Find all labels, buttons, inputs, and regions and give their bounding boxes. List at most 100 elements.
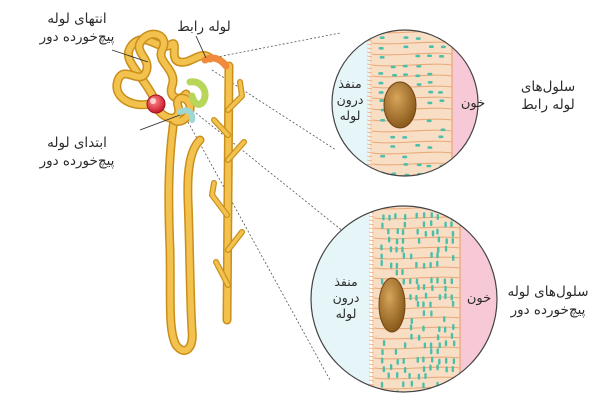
microvillus: [368, 247, 375, 250]
label-lumen-top: منفذ درون لوله: [336, 76, 364, 123]
mitochondrion: [415, 37, 421, 40]
mitochondrion: [380, 381, 384, 388]
mitochondrion: [401, 269, 404, 276]
mitochondrion: [424, 230, 428, 237]
microvillus: [366, 35, 373, 38]
mitochondrion: [436, 364, 439, 371]
mitochondrion: [436, 252, 439, 259]
mitochondrion: [451, 300, 455, 307]
mitochondrion: [431, 284, 434, 291]
microvillus: [368, 383, 375, 386]
distal-tubule-start-teal-segment: [177, 107, 196, 123]
microvillus: [366, 123, 373, 126]
microvillus: [368, 347, 375, 350]
mitochondrion: [389, 364, 393, 371]
mitochondrion: [402, 64, 408, 68]
microvillus: [368, 223, 375, 226]
microvillus: [368, 339, 375, 342]
mitochondrion: [390, 65, 396, 69]
mitochondrion: [444, 340, 448, 347]
mitochondrion: [450, 278, 454, 285]
mitochondrion: [409, 324, 413, 331]
mitochondrion: [422, 262, 426, 269]
microvillus: [368, 303, 375, 306]
mitochondrion: [415, 144, 421, 147]
mitochondrion: [450, 294, 453, 301]
microvillus: [368, 319, 375, 322]
label-blood-top: خون: [460, 96, 486, 111]
mitochondrion: [403, 213, 407, 220]
microvillus: [368, 363, 375, 366]
cell-boundary: [371, 129, 453, 133]
mitochondrion: [452, 358, 456, 365]
mitochondrion: [430, 277, 433, 284]
mitochondrion: [430, 310, 433, 317]
mitochondrion: [430, 348, 433, 355]
mitochondrion: [401, 246, 404, 253]
microvillus: [366, 31, 373, 34]
mitochondrion: [381, 349, 384, 356]
mitochondrion: [436, 381, 439, 388]
mitochondrion: [452, 324, 455, 331]
microvillus: [366, 107, 373, 110]
mitochondrion: [415, 294, 418, 301]
mitochondrion: [429, 301, 432, 308]
mitochondrion: [416, 228, 419, 235]
mitochondrion: [388, 214, 391, 221]
mitochondrion: [380, 244, 383, 251]
microvillus: [368, 299, 375, 302]
mitochondrion: [382, 340, 386, 347]
mitochondrion: [403, 366, 407, 373]
microvillus: [366, 83, 373, 86]
mitochondrion: [389, 262, 393, 269]
mitochondrion: [390, 135, 396, 139]
microvillus: [368, 259, 375, 262]
mitochondrion: [450, 221, 453, 228]
mitochondrion: [378, 47, 384, 50]
microvillus: [368, 235, 375, 238]
connecting-tubule-cells-magnified: [331, 29, 479, 177]
mitochondrion: [379, 36, 385, 39]
mitochondrion: [381, 222, 384, 229]
microvillus: [368, 283, 375, 286]
mitochondrion: [396, 228, 399, 235]
collecting-duct: [209, 61, 247, 325]
mitochondrion: [402, 381, 405, 388]
microvillus: [368, 219, 375, 222]
mitochondrion: [395, 262, 399, 269]
mitochondrion: [394, 348, 398, 355]
label-blood-bottom: خون: [466, 291, 492, 306]
mitochondrion: [438, 326, 441, 333]
microvillus: [368, 331, 375, 334]
mitochondrion: [380, 154, 386, 158]
connecting-tubule-orange-segment: [201, 54, 230, 70]
microvillus: [366, 63, 373, 66]
mitochondrion: [451, 237, 454, 244]
microvillus: [368, 279, 375, 282]
microvillus: [368, 311, 375, 314]
mitochondrion: [410, 333, 413, 340]
cell-boundary: [373, 236, 461, 240]
microvillus: [368, 267, 375, 270]
mitochondrion: [427, 101, 433, 105]
pointer-lines: [111, 35, 207, 131]
mitochondrion: [438, 135, 444, 139]
mitochondrion: [430, 356, 434, 363]
mitochondrion: [394, 213, 397, 220]
mitochondrion: [415, 278, 419, 285]
label-distal-tubule-start: ابتدای لوله پیچ‌خورده دور: [39, 135, 115, 169]
microvillus: [368, 335, 375, 338]
mitochondrion: [440, 45, 446, 49]
mitochondrion: [452, 254, 455, 261]
microvillus: [366, 171, 373, 174]
mitochondrion: [402, 136, 408, 139]
label-distal-tubule-cells: سلول‌های لوله پیچ‌خورده دور: [507, 284, 589, 318]
mitochondrion: [436, 260, 439, 267]
microvillus: [366, 103, 373, 106]
microvillus: [366, 55, 373, 58]
mitochondrion: [382, 214, 385, 221]
mitochondrion: [416, 64, 422, 68]
microvillus: [368, 207, 375, 210]
mitochondrion: [444, 221, 447, 228]
mitochondrion: [439, 99, 445, 102]
